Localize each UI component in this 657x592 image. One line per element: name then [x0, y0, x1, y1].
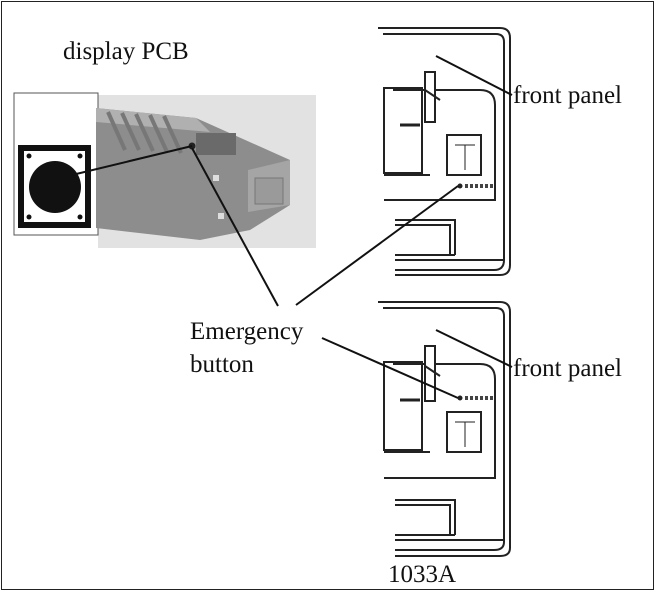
leader-emergency-to-top-panel	[295, 185, 459, 306]
leader-emergency-to-bottom-panel	[321, 337, 459, 399]
control-row-bottom	[457, 395, 493, 401]
leader-lines	[71, 55, 513, 399]
front-panel-label-bottom: front panel	[513, 355, 622, 382]
model-label: 1033A	[388, 561, 457, 588]
front-panel-sketch-bottom	[378, 301, 511, 557]
leader-front-panel-top	[435, 55, 513, 96]
control-row-top	[457, 183, 493, 189]
emergency-button-label-line1: Emergency	[190, 318, 304, 345]
display-pcb-photo	[13, 92, 316, 248]
front-panel-sketch-top	[378, 27, 511, 276]
emergency-button-label-line2: button	[190, 351, 254, 378]
display-pcb-label: display PCB	[63, 38, 189, 65]
leader-emergency-to-photo	[191, 147, 279, 307]
leader-pcb-to-speaker	[71, 145, 193, 176]
front-panel-label-top: front panel	[513, 82, 622, 109]
leader-front-panel-bottom	[435, 329, 513, 368]
